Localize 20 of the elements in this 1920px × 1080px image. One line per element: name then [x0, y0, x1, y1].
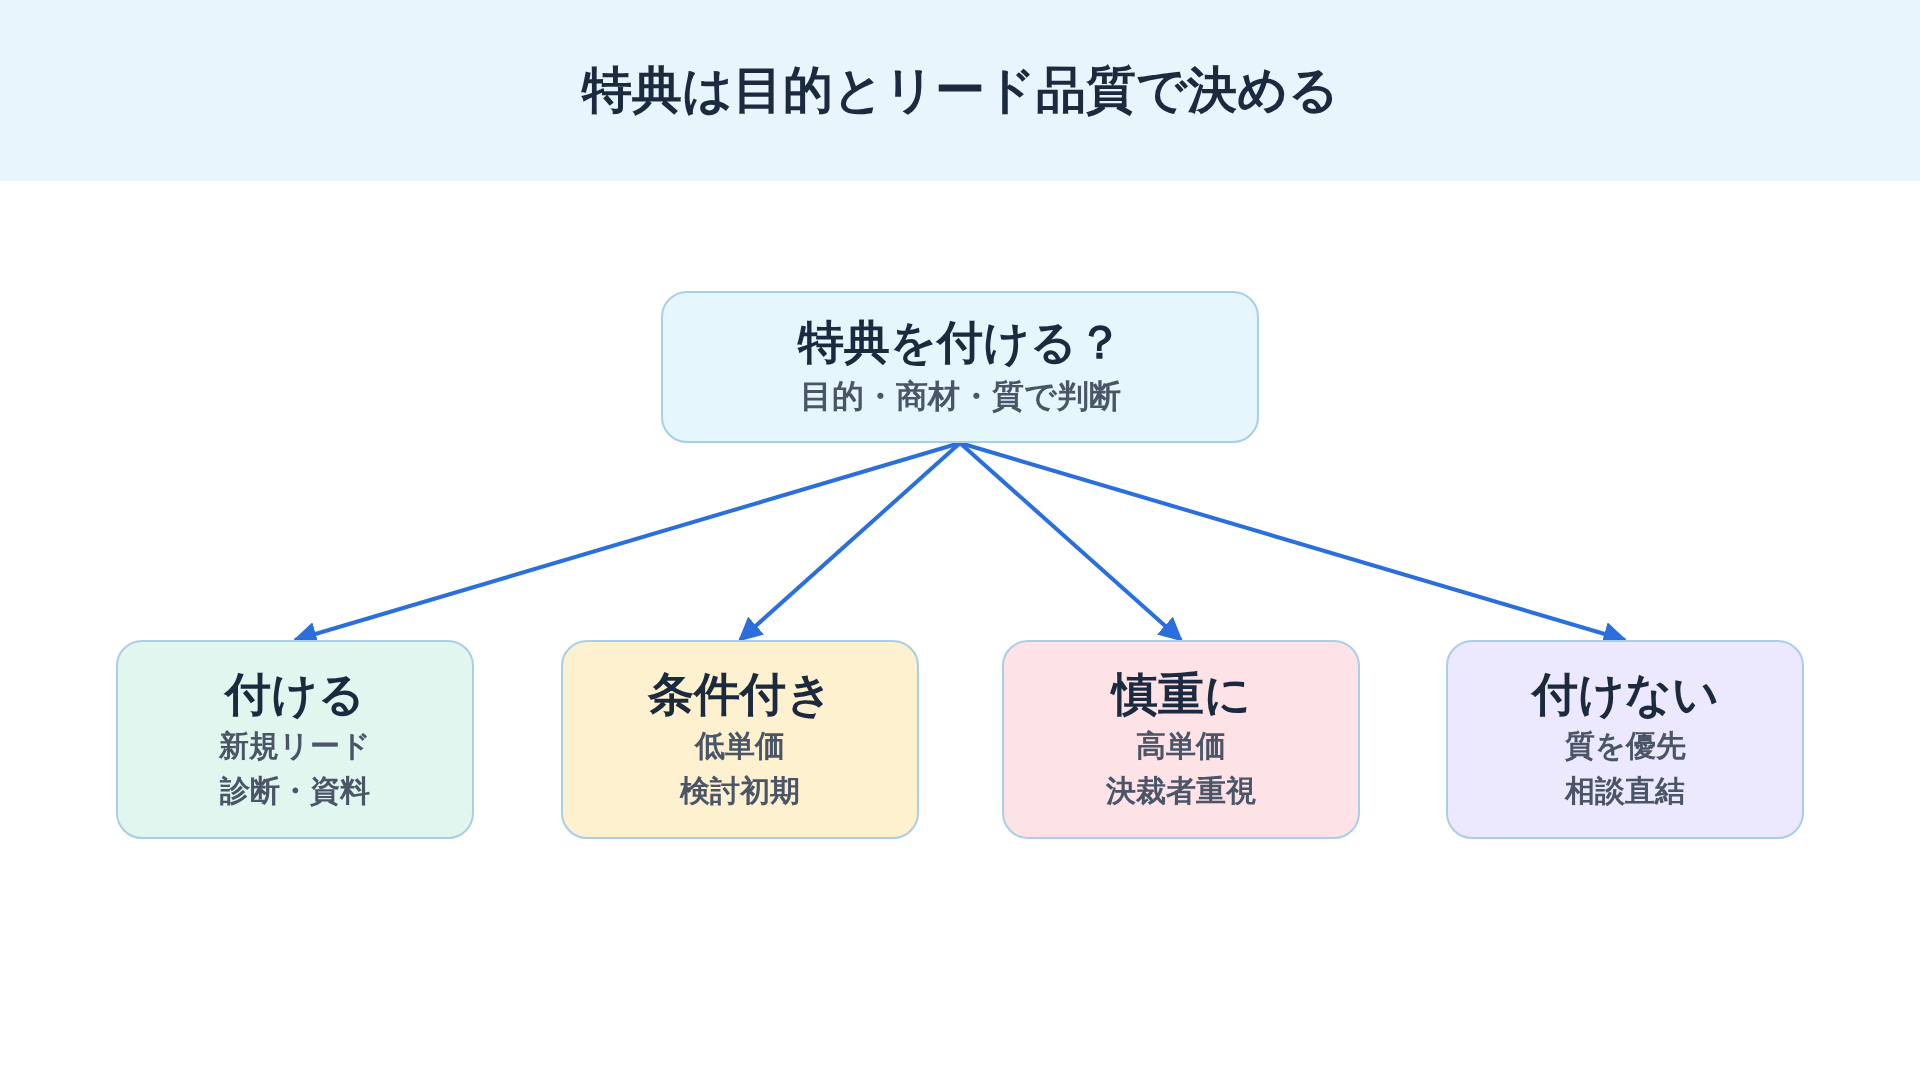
box-text: 高単価	[1136, 727, 1226, 766]
box-heading: 慎重に	[1111, 665, 1251, 723]
box-text: 目的・商材・質で判断	[799, 375, 1121, 417]
box-heading: 特典を付ける？	[797, 314, 1123, 372]
box-text: 決裁者重視	[1106, 772, 1256, 811]
box-text: 質を優先	[1564, 727, 1686, 766]
box-heading: 付ける	[225, 665, 365, 723]
box-heading: 条件付き	[647, 665, 833, 723]
option-box	[1002, 640, 1360, 839]
option-box	[561, 640, 919, 839]
box-text: 診断・資料	[220, 772, 370, 811]
option-box	[661, 291, 1259, 443]
box-text: 新規リード	[219, 727, 371, 766]
box-text: 低単価	[695, 727, 785, 766]
box-text: 相談直結	[1565, 772, 1685, 811]
option-box	[1446, 640, 1804, 839]
box-text: 検討初期	[680, 772, 800, 811]
title: 特典は目的とリード品質で決める	[581, 60, 1339, 121]
option-box	[116, 640, 474, 839]
box-heading: 付けない	[1531, 665, 1719, 723]
